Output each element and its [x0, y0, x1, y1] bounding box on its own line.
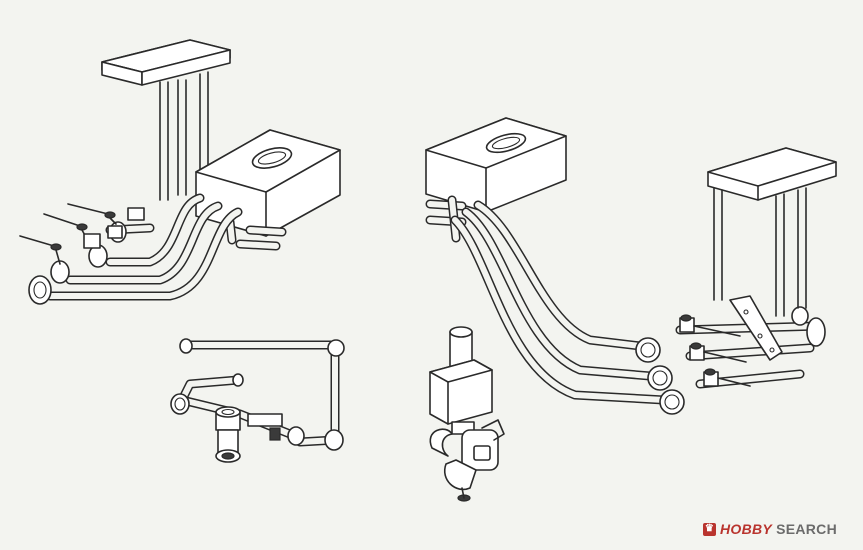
- hobby-search-watermark: ♛ HOBBY SEARCH: [703, 521, 837, 537]
- right-curved-pipes: [450, 200, 669, 405]
- fitting-cluster: [215, 406, 283, 463]
- left-pipe-assembly: [19, 39, 341, 305]
- right-vertical-posts: [713, 187, 807, 317]
- valve-coupler: [429, 326, 505, 502]
- right-short-pipes: [675, 306, 826, 389]
- bent-pipe-with-fitting: [170, 338, 345, 463]
- right-bracket: [729, 295, 783, 361]
- left-slot-box: [195, 129, 341, 237]
- right-slot-box: [425, 117, 567, 213]
- watermark-word: SEARCH: [776, 521, 837, 537]
- right-pipe-assembly: [425, 117, 837, 415]
- crown-logo-icon: ♛: [703, 522, 716, 536]
- left-box-stubs: [225, 217, 287, 251]
- left-valves: [19, 203, 145, 305]
- right-valves: [679, 314, 751, 387]
- right-top-block: [707, 147, 837, 201]
- right-elbows: [635, 337, 685, 415]
- left-vertical-posts: [159, 71, 209, 201]
- left-top-block: [101, 39, 231, 86]
- watermark-brand: HOBBY: [720, 521, 773, 537]
